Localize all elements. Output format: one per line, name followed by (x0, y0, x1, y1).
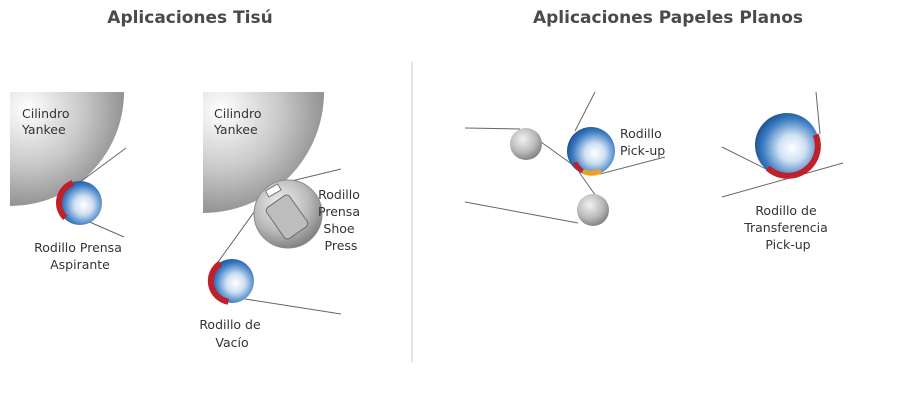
guide-roll-1 (510, 128, 542, 160)
suction-press-cover (56, 180, 75, 220)
pickup-roll-label: Rodillo Pick-up (620, 126, 666, 158)
felt-line-3e (574, 91, 596, 132)
yankee-label-2: Cilindro Yankee (213, 106, 266, 137)
felt-line-2c (244, 298, 342, 315)
felt-line-4c (721, 162, 844, 198)
felt-line-1b (84, 219, 125, 238)
felt-line-4a (815, 91, 821, 135)
shoe-nip-block (264, 183, 282, 198)
vacuum-roll (210, 259, 254, 303)
shoe-press-label: Rodillo Prensa Shoe Press (318, 187, 364, 253)
felt-line-3c (464, 201, 579, 224)
shoe-element (265, 194, 309, 240)
yankee-cylinder-2 (203, 92, 324, 213)
header-flat-papers: Aplicaciones Papeles Planos (533, 8, 803, 28)
flat-diagram-pickup: Rodillo Pick-up (464, 91, 666, 226)
felt-line-4b (721, 146, 769, 171)
pickup-roll-cover-red (572, 161, 584, 174)
pickup-roll-cover-orange (582, 168, 603, 176)
tissue-diagram-2: Cilindro Yankee Rodillo Prensa Shoe Pres… (199, 92, 364, 350)
flat-diagram-transfer: Rodillo de Transferencia Pick-up (721, 91, 844, 252)
yankee-label-1: Cilindro Yankee (21, 106, 74, 137)
vacuum-roll-cover (207, 260, 230, 305)
transfer-roll-cover (765, 133, 821, 179)
suction-press-label: Rodillo Prensa Aspirante (34, 240, 126, 272)
vacuum-roll-label: Rodillo de Vacío (199, 317, 264, 350)
header-tissue: Aplicaciones Tisú (107, 8, 272, 28)
felt-line-3a (464, 127, 521, 130)
transfer-roll-label: Rodillo de Transferencia Pick-up (743, 203, 832, 252)
yankee-cylinder-1 (10, 92, 124, 206)
suction-press-roll (58, 181, 102, 225)
pickup-roll (567, 127, 615, 175)
tissue-diagram-1: Cilindro Yankee Rodillo Prensa Aspirante (10, 92, 127, 272)
guide-roll-2 (577, 194, 609, 226)
felt-line-3f (599, 156, 666, 175)
transfer-roll (755, 113, 819, 177)
